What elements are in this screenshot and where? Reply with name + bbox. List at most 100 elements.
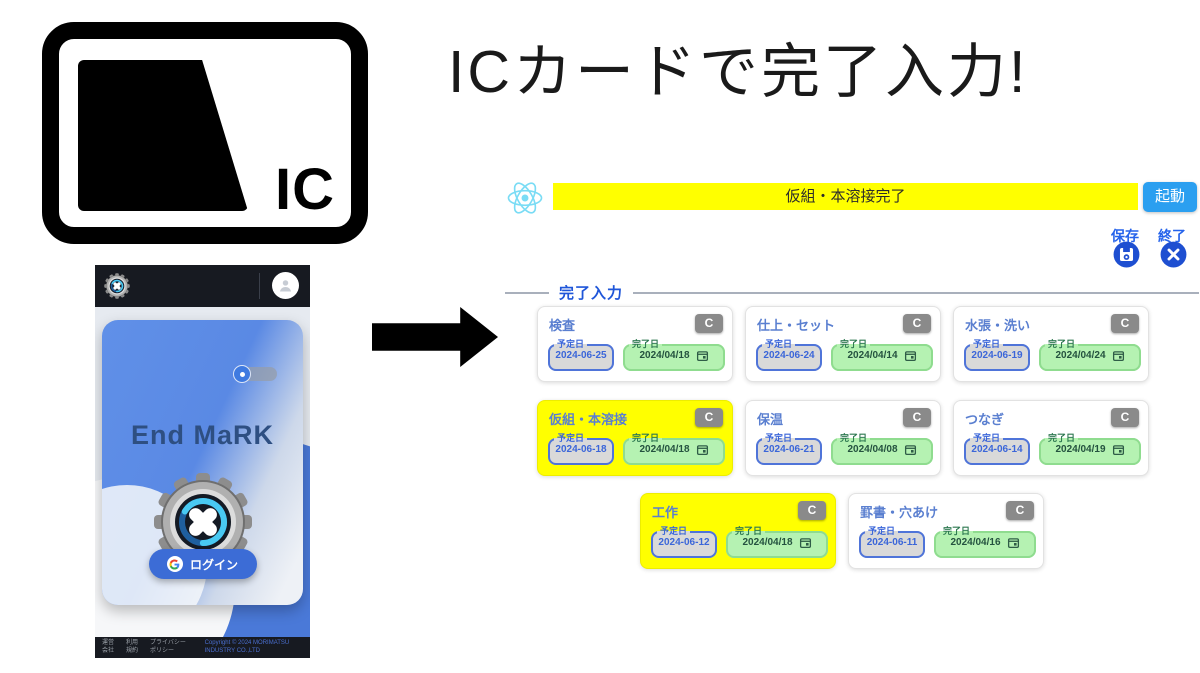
clear-button[interactable]: C xyxy=(903,314,931,333)
task-title: 罫書・穴あけ xyxy=(860,505,939,520)
save-button[interactable] xyxy=(1113,241,1140,268)
clear-button[interactable]: C xyxy=(1006,501,1034,520)
exit-label: 終了 xyxy=(1158,228,1186,244)
planned-date-value: 2024-06-18 xyxy=(555,444,607,455)
calendar-icon[interactable] xyxy=(1112,349,1125,362)
completed-date-label: 完了日 xyxy=(632,339,660,349)
calendar-icon[interactable] xyxy=(904,349,917,362)
planned-date-label: 予定日 xyxy=(765,339,793,349)
planned-date-value: 2024-06-24 xyxy=(763,350,815,361)
process-status-input[interactable]: 仮組・本溶接完了 xyxy=(553,183,1138,210)
settings-toggle[interactable] xyxy=(233,365,277,383)
planned-date-label: 予定日 xyxy=(868,526,896,536)
calendar-icon[interactable] xyxy=(1007,536,1020,549)
planned-date-label: 予定日 xyxy=(557,433,585,443)
app-name: End MaRK xyxy=(131,420,274,450)
completed-date-label: 完了日 xyxy=(1048,433,1076,443)
calendar-icon[interactable] xyxy=(904,443,917,456)
clear-button[interactable]: C xyxy=(695,314,723,333)
completed-date-value: 2024/04/18 xyxy=(742,537,793,548)
section-title: 完了入力 xyxy=(559,285,624,302)
save-label: 保存 xyxy=(1111,228,1139,244)
clear-button[interactable]: C xyxy=(798,501,826,520)
calendar-icon[interactable] xyxy=(1112,443,1125,456)
task-title: 仕上・セット xyxy=(757,318,836,333)
completed-date-label: 完了日 xyxy=(632,433,660,443)
planned-date-label: 予定日 xyxy=(557,339,585,349)
footer-link-company[interactable]: 運営会社 xyxy=(102,639,115,654)
completed-date-value: 2024/04/19 xyxy=(1055,444,1106,455)
app-logo-gear-icon xyxy=(104,273,130,299)
calendar-icon[interactable] xyxy=(696,443,709,456)
completed-date-label: 完了日 xyxy=(840,339,868,349)
clear-button[interactable]: C xyxy=(695,408,723,427)
ic-card-icon: IC xyxy=(42,22,368,244)
completed-date-value: 2024/04/18 xyxy=(639,444,690,455)
avatar[interactable] xyxy=(272,272,299,299)
planned-date-label: 予定日 xyxy=(765,433,793,443)
completed-date-label: 完了日 xyxy=(840,433,868,443)
planned-date-value: 2024-06-25 xyxy=(555,350,607,361)
phone-app-header xyxy=(95,265,310,307)
planned-date-label: 予定日 xyxy=(660,526,688,536)
footer-link-terms[interactable]: 利用規約 xyxy=(126,639,139,654)
google-login-button[interactable]: ログイン xyxy=(148,549,257,579)
section-header: 完了入力 xyxy=(505,282,1199,303)
divider-line xyxy=(505,291,549,294)
clear-button[interactable]: C xyxy=(1111,314,1139,333)
footer-link-privacy[interactable]: プライバシーポリシー xyxy=(150,639,186,654)
planned-date-label: 予定日 xyxy=(973,339,1001,349)
launch-button[interactable]: 起動 xyxy=(1143,182,1197,212)
exit-button[interactable] xyxy=(1160,241,1187,268)
calendar-icon[interactable] xyxy=(799,536,812,549)
completed-date-label: 完了日 xyxy=(1048,339,1076,349)
task-title: 水張・洗い xyxy=(965,318,1031,333)
completed-date-value: 2024/04/24 xyxy=(1055,350,1106,361)
calendar-icon[interactable] xyxy=(696,349,709,362)
clear-button[interactable]: C xyxy=(903,408,931,427)
ic-label: IC xyxy=(275,157,335,222)
completed-date-value: 2024/04/14 xyxy=(847,350,898,361)
clear-button[interactable]: C xyxy=(1111,408,1139,427)
task-title: 工作 xyxy=(652,505,679,520)
phone-body: End MaRK ログイン xyxy=(95,307,310,637)
planned-date-value: 2024-06-14 xyxy=(971,444,1023,455)
completed-date-value: 2024/04/08 xyxy=(847,444,898,455)
planned-date-value: 2024-06-21 xyxy=(763,444,815,455)
phone-screenshot: End MaRK ログイン 運営会社 利用規約 xyxy=(95,265,310,658)
divider-line xyxy=(633,291,1199,294)
card-silhouette-shape xyxy=(78,60,248,211)
phone-footer: 運営会社 利用規約 プライバシーポリシー Copyright © 2024 MO… xyxy=(95,637,310,658)
